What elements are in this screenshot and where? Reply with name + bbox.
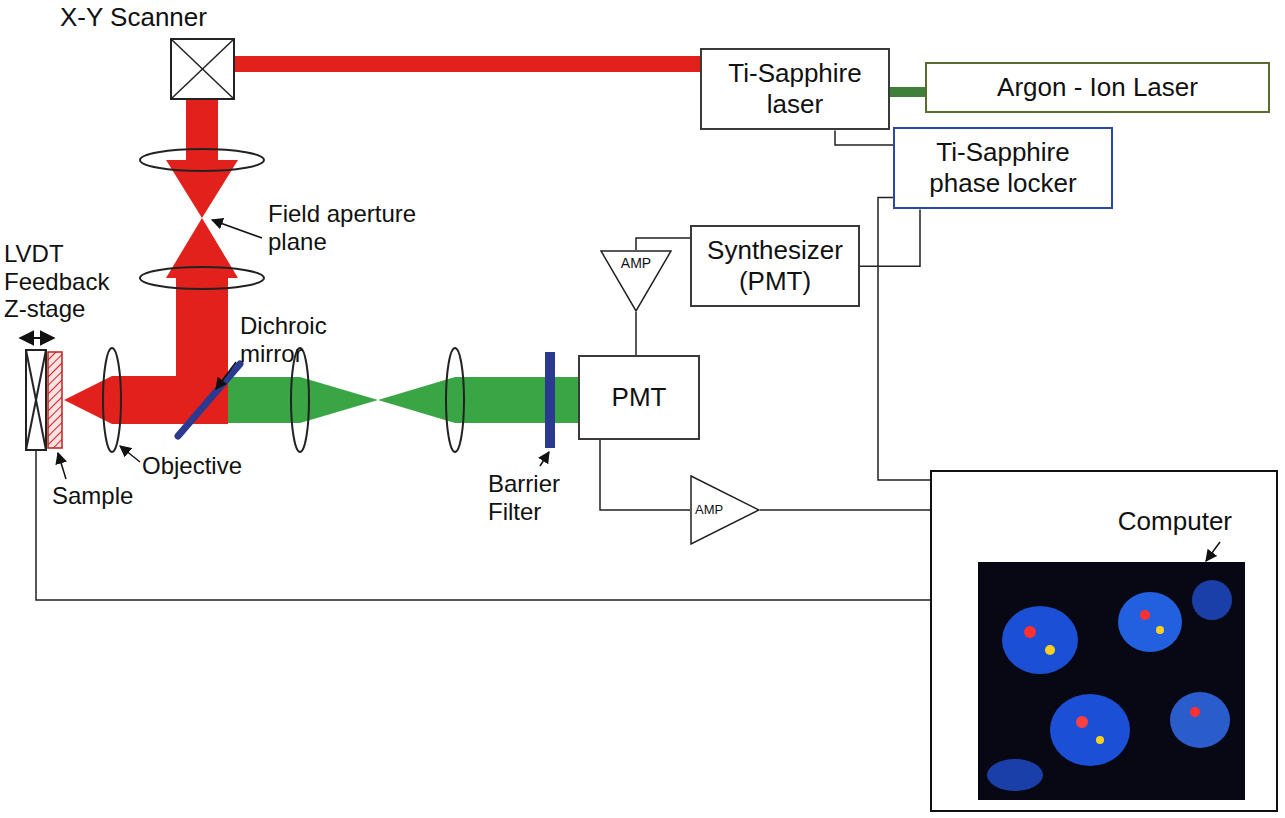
computer-box: Computer (930, 470, 1278, 812)
laser-beam (235, 56, 700, 72)
callout-label: Sample (52, 482, 142, 510)
signal-wire (878, 197, 930, 480)
scanner-cross (171, 39, 234, 99)
signal-wire (760, 509, 930, 511)
controller-box: Ti-Sapphire phase locker (893, 127, 1113, 209)
pump-coupling (890, 87, 925, 97)
signal-wire (860, 209, 920, 266)
amplifier-outline (691, 476, 759, 544)
node-text: AMP (600, 255, 672, 272)
dichroic-mirror (178, 364, 240, 436)
amplifier-triangle: AMP (690, 475, 760, 545)
amplifier-outline (601, 251, 671, 311)
node-text: Argon - Ion Laser (997, 72, 1198, 103)
node-text: Ti-Sapphire phase locker (903, 137, 1103, 199)
signal-wire (600, 440, 690, 510)
sample-slide (48, 352, 62, 448)
screen-image (978, 562, 1245, 800)
emission-beam (228, 377, 578, 423)
scanner-box: X-Y Scanner (60, 2, 235, 100)
signal-wire (835, 130, 893, 145)
leader-line (58, 220, 1220, 561)
callout-label: Barrier Filter (488, 470, 583, 525)
stage-wire (36, 450, 930, 600)
node-text: Computer (932, 506, 1232, 537)
callout-label: LVDT Feedback Z-stage (4, 240, 122, 323)
scanner-cross (171, 39, 234, 99)
node-text: X-Y Scanner (60, 2, 235, 33)
signal-wire (636, 238, 690, 250)
callout-label: Field aperture plane (268, 200, 438, 255)
detector-box: PMT (578, 355, 700, 440)
signal-wire (635, 312, 637, 355)
z-stage (26, 350, 46, 450)
laser-box: Ti-Sapphire laser (700, 48, 890, 130)
lens (103, 149, 464, 452)
callout-label: Dichroic mirror (240, 312, 352, 367)
scanner-outline (171, 39, 234, 99)
barrier-filter (545, 352, 555, 448)
callout-label: Objective (142, 452, 262, 480)
node-text: Synthesizer (PMT) (700, 235, 850, 297)
motion-arrow (20, 337, 54, 339)
node-text: AMP (695, 502, 760, 518)
laser-box: Argon - Ion Laser (925, 62, 1270, 113)
scanner-symbol (170, 38, 235, 100)
node-text: Ti-Sapphire laser (710, 58, 880, 120)
node-text: PMT (612, 382, 667, 413)
amplifier-triangle: AMP (600, 250, 672, 312)
synthesizer-box: Synthesizer (PMT) (690, 225, 860, 307)
